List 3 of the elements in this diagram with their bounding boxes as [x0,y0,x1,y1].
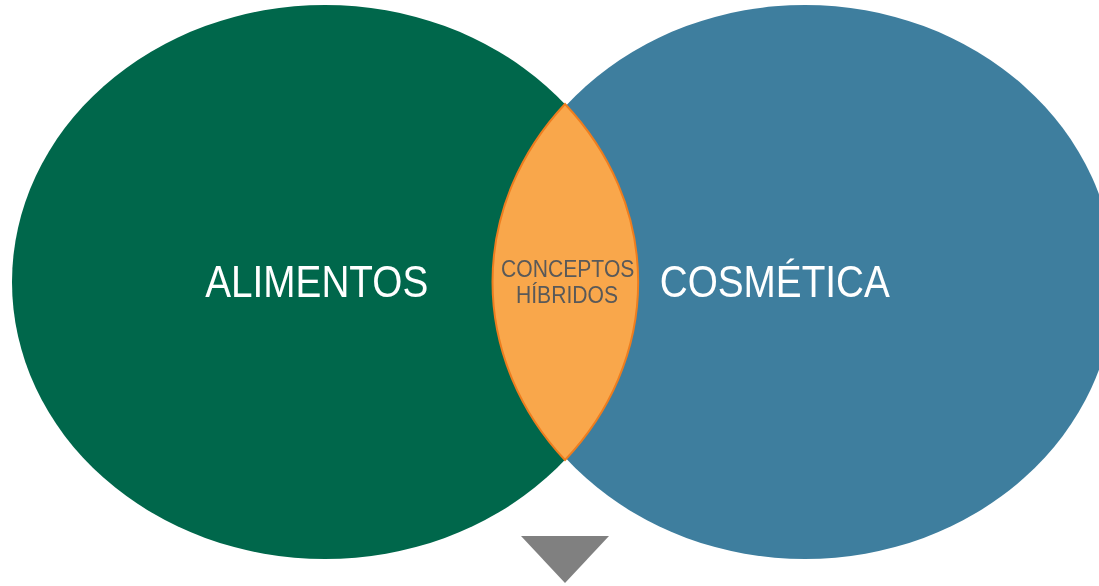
node-label: COSMÉTICA [659,257,891,307]
node-label: CONCEPTOS HÍBRIDOS [500,255,633,309]
node-label: ALIMENTOS [205,257,429,307]
